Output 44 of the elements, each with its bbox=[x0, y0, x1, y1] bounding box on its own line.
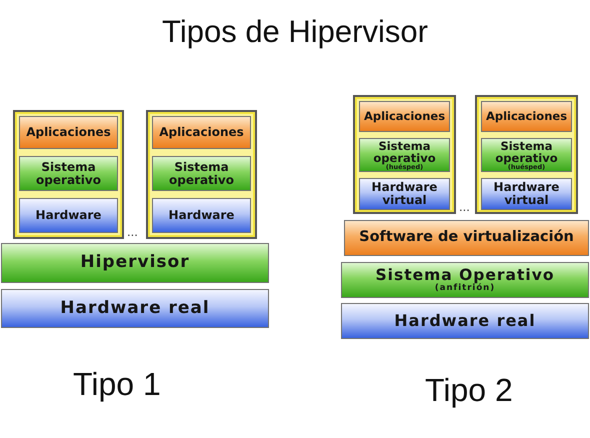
layer-label: Aplicaciones bbox=[159, 126, 244, 139]
layer-block bbox=[152, 116, 251, 149]
layer-note: (anfitrión) bbox=[434, 284, 496, 293]
layer-block bbox=[359, 101, 450, 132]
layer-block bbox=[341, 262, 589, 298]
layer-label: Aplicaciones bbox=[364, 110, 446, 123]
layer-block bbox=[481, 101, 572, 132]
layer-block bbox=[1, 243, 269, 283]
stack-panel bbox=[13, 110, 124, 239]
layer-block bbox=[19, 156, 118, 191]
layer-block bbox=[19, 198, 118, 233]
caption: Tipo 1 bbox=[73, 366, 161, 403]
ellipsis: ... bbox=[127, 224, 138, 239]
layer-block bbox=[481, 178, 572, 210]
layer-label: Hipervisor bbox=[80, 254, 190, 272]
layer-label: Hardware real bbox=[60, 300, 210, 318]
layer-label: Hardware real bbox=[394, 312, 536, 330]
ellipsis: ... bbox=[459, 199, 470, 214]
layer-label: Sistema operativo bbox=[35, 160, 102, 186]
layer-label: Hardware virtual bbox=[492, 181, 560, 207]
layer-label: Aplicaciones bbox=[26, 126, 111, 139]
layer-label: Sistema operativo bbox=[494, 140, 559, 164]
layer-label: Sistema Operativo bbox=[376, 267, 554, 284]
layer-block bbox=[152, 198, 251, 233]
stack-panel bbox=[475, 95, 578, 214]
layer-block bbox=[341, 303, 589, 339]
layer-block bbox=[1, 289, 269, 328]
layer-block bbox=[481, 138, 572, 172]
layer-block bbox=[359, 178, 450, 210]
title: Tipos de Hipervisor bbox=[162, 14, 428, 50]
layer-label: Sistema operativo bbox=[372, 140, 437, 164]
layer-label: Sistema operativo bbox=[168, 160, 235, 186]
caption: Tipo 2 bbox=[425, 372, 513, 409]
layer-block bbox=[19, 116, 118, 149]
layer-block bbox=[152, 156, 251, 191]
layer-block bbox=[344, 220, 589, 256]
layer-label: Hardware virtual bbox=[370, 181, 438, 207]
layer-label: Hardware bbox=[36, 209, 102, 222]
layer-block bbox=[359, 138, 450, 172]
layer-label: Hardware bbox=[168, 209, 234, 222]
stack-panel bbox=[353, 95, 456, 214]
layer-label: Aplicaciones bbox=[486, 110, 568, 123]
layer-label: Software de virtualización bbox=[359, 230, 574, 246]
stack-panel bbox=[146, 110, 257, 239]
